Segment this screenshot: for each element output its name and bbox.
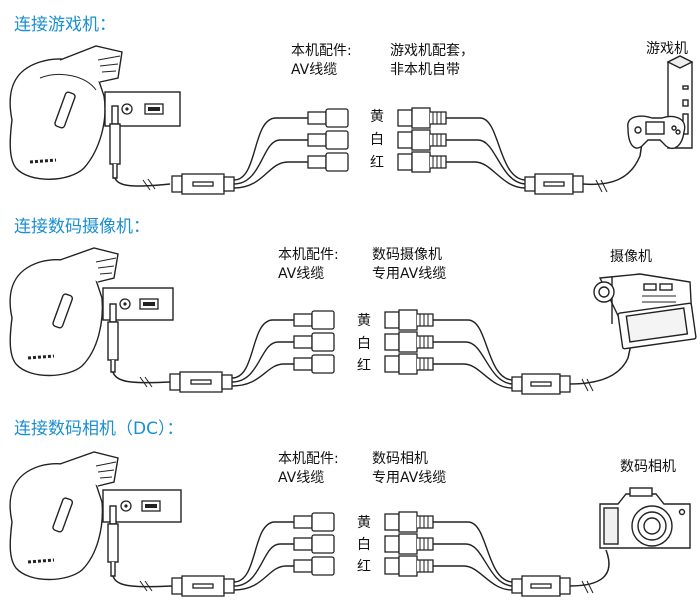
device-cable-label: 游戏机配套， 非本机自带: [390, 42, 474, 80]
label-line: 本机配件:: [291, 43, 352, 59]
section-heading: 连接数码相机（DC）：: [14, 419, 184, 439]
section-heading: 连接数码摄像机：: [14, 217, 150, 237]
camera-icon: [599, 487, 691, 549]
color-white-label: 白: [370, 132, 384, 148]
device-cable-label: 数码相机 专用AV线缆: [372, 450, 446, 488]
splitter-right: [524, 173, 584, 195]
section-heading: 连接游戏机：: [14, 15, 116, 35]
usb-port-icon: [141, 500, 161, 512]
av-jack: [107, 505, 119, 577]
color-yellow-label: 黄: [357, 515, 371, 531]
rca-plugs-left: [293, 310, 335, 374]
device-cable-label: 数码摄像机 专用AV线缆: [372, 246, 446, 284]
section-camcorder: 连接数码摄像机： 本机配件: AV线缆 数码摄像机 专用AV线缆 黄 白 红 摄…: [0, 200, 700, 400]
plug-ridges: [432, 112, 442, 168]
included-cable-label: 本机配件: AV线缆: [291, 42, 352, 80]
label-line: 专用AV线缆: [372, 470, 447, 486]
included-cable-label: 本机配件: AV线缆: [278, 246, 339, 284]
label-line: AV线缆: [291, 62, 338, 78]
game-console-icon: [627, 55, 694, 150]
splitter-left: [171, 575, 235, 597]
label-line: 数码摄像机: [372, 247, 442, 263]
plug-ridges: [419, 516, 429, 572]
splitter-right: [511, 373, 571, 395]
plug-ridges: [419, 314, 429, 370]
label-line: 游戏机配套，: [390, 43, 474, 59]
color-yellow-label: 黄: [370, 109, 384, 125]
label-line: 本机配件:: [278, 247, 339, 263]
rca-plugs-left: [293, 512, 335, 576]
splitter-right: [511, 575, 571, 597]
connection-diagram: [9, 451, 691, 597]
color-white-label: 白: [357, 537, 371, 553]
color-red-label: 红: [370, 155, 384, 171]
camcorder-icon: [593, 273, 697, 350]
av-jack: [107, 303, 119, 373]
rca-plugs-right: [384, 309, 434, 375]
av-port-icon: [121, 103, 133, 115]
av-port-icon: [119, 298, 131, 310]
device-name: 游戏机: [646, 41, 688, 57]
device-name: 数码相机: [620, 459, 676, 475]
section-digital-camera: 连接数码相机（DC）： 本机配件: AV线缆 数码相机 专用AV线缆 黄 白 红…: [0, 400, 700, 604]
connection-diagram: [9, 45, 694, 195]
device-name: 摄像机: [610, 249, 652, 265]
splitter-left: [171, 173, 235, 195]
player-device: [9, 45, 123, 180]
av-port-icon: [120, 500, 132, 512]
section-game-console: 连接游戏机： 本机配件: AV线缆 游戏机配套， 非本机自带 黄 白 红 游戏机: [0, 0, 700, 200]
splitter-left: [169, 371, 233, 393]
color-yellow-label: 黄: [357, 313, 371, 329]
rca-plugs-right: [384, 511, 434, 577]
label-line: 专用AV线缆: [372, 266, 447, 282]
included-cable-label: 本机配件: AV线缆: [278, 450, 339, 488]
label-line: 非本机自带: [390, 62, 460, 78]
label-line: 本机配件:: [278, 451, 339, 467]
usb-port-icon: [139, 298, 159, 310]
rca-plugs-right: [397, 107, 447, 173]
color-red-label: 红: [357, 559, 371, 575]
color-red-label: 红: [357, 358, 371, 374]
player-device: [9, 247, 119, 377]
label-line: AV线缆: [278, 470, 325, 486]
usb-port-icon: [144, 103, 164, 115]
player-device: [9, 451, 119, 581]
av-jack: [109, 105, 121, 179]
connection-diagram: [9, 247, 697, 395]
label-line: 数码相机: [372, 451, 428, 467]
label-line: AV线缆: [278, 266, 325, 282]
color-white-label: 白: [357, 336, 371, 352]
rca-plugs-left: [307, 108, 349, 172]
